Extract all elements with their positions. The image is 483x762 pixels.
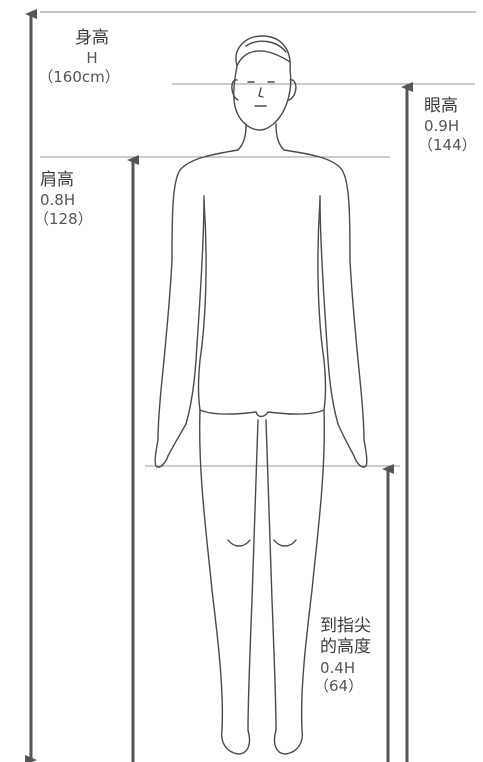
eye-height-title: 眼高 [424,96,477,117]
nose [259,88,263,97]
groin [200,410,324,417]
left-leg-outer [200,410,223,730]
shoulder-height-label: 肩高 0.8H （128） [40,170,93,229]
shoulder-height-value: （128） [34,210,93,229]
left-hand [155,424,186,467]
left-inner-arm [186,196,204,424]
left-knee [228,540,250,546]
height-value: （160cm） [38,68,120,87]
shoulder-height-title: 肩高 [40,170,93,191]
fingertip-height-label: 到指尖 的高度 0.4H （64） [320,616,371,696]
left-foot [222,730,250,754]
fingertip-height-title-line1: 到指尖 [320,616,371,637]
head-outline [234,36,291,130]
eye-height-ratio: 0.9H [424,117,477,136]
torso-left [158,150,238,440]
height-label: 身高 H （160cm） [64,28,120,87]
fingertip-height-value: （64） [314,677,371,696]
fingertip-height-title-line2: 的高度 [320,637,371,658]
height-ratio: H [64,49,120,68]
shoulder-height-ratio: 0.8H [40,191,93,210]
right-knee [274,540,296,546]
right-foot [274,730,302,754]
neck [238,124,284,150]
eye-height-value: （144） [418,136,477,155]
eye-height-label: 眼高 0.9H （144） [424,96,477,155]
right-hand [338,424,367,467]
height-title: 身高 [64,28,120,49]
fingertip-height-ratio: 0.4H [320,659,371,678]
right-inner-arm [320,196,338,424]
hair [237,41,290,66]
